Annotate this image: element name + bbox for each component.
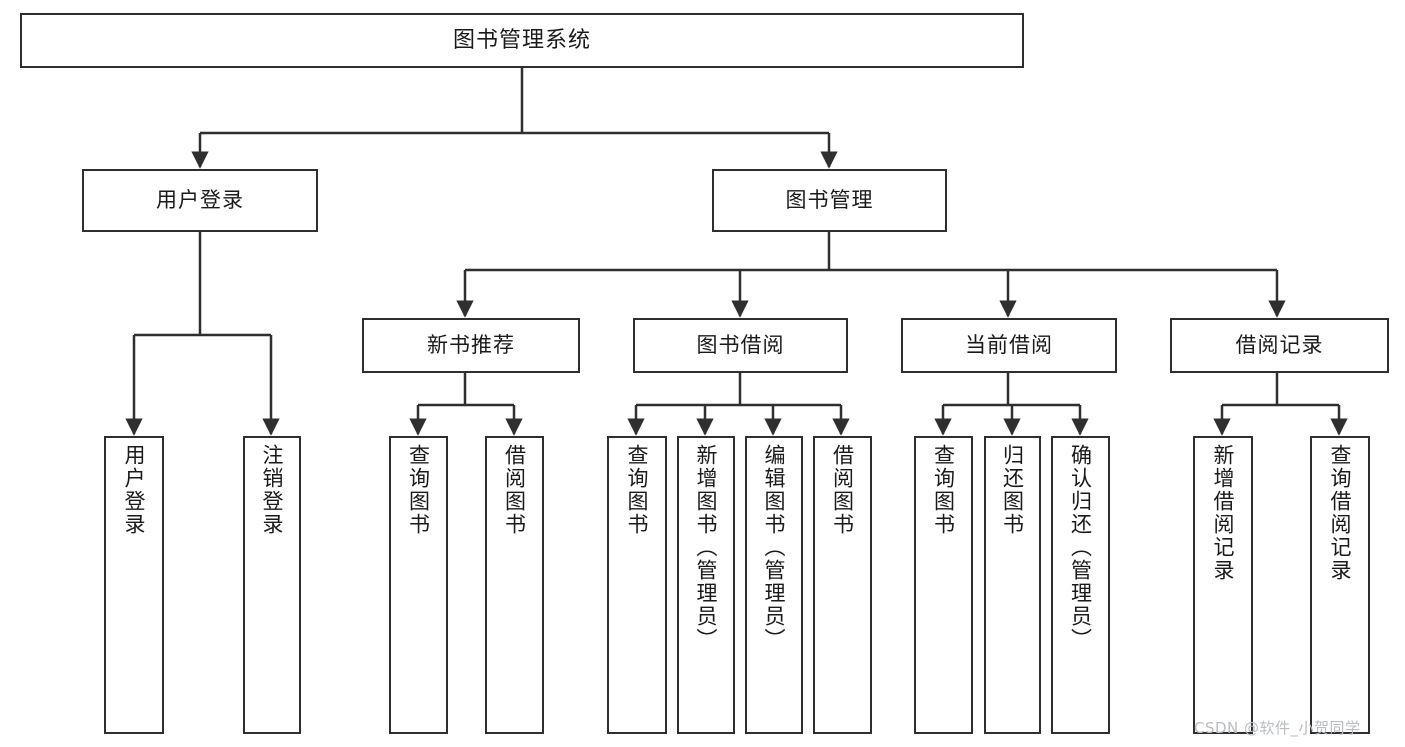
node-current-borrow-label: 当前借阅 (965, 333, 1053, 358)
node-leaf-add-borrow-record[interactable]: 新增借阅记录 (1193, 436, 1253, 734)
node-leaf-query-book-1[interactable]: 查询图书 (389, 436, 448, 734)
node-leaf-user-login[interactable]: 用户登录 (104, 436, 164, 734)
node-leaf-return-book[interactable]: 归还图书 (984, 436, 1041, 734)
node-current-borrow[interactable]: 当前借阅 (901, 318, 1117, 373)
node-leaf-confirm-return-label: 确认归还（管理员） (1068, 444, 1093, 651)
node-leaf-query-borrow-record[interactable]: 查询借阅记录 (1310, 436, 1370, 734)
node-leaf-query-book-1-label: 查询图书 (406, 444, 431, 536)
node-leaf-return-book-label: 归还图书 (1000, 444, 1025, 536)
node-leaf-borrow-book-2[interactable]: 借阅图书 (813, 436, 872, 734)
node-leaf-confirm-return[interactable]: 确认归还（管理员） (1051, 436, 1110, 734)
node-leaf-query-book-2-label: 查询图书 (625, 444, 650, 536)
node-book-manage[interactable]: 图书管理 (712, 169, 947, 232)
node-user-login[interactable]: 用户登录 (82, 169, 318, 232)
node-leaf-user-login-label: 用户登录 (122, 444, 147, 536)
node-leaf-add-book[interactable]: 新增图书（管理员） (677, 436, 735, 734)
node-user-login-label: 用户登录 (156, 188, 244, 213)
node-leaf-borrow-book-1-label: 借阅图书 (502, 444, 527, 536)
node-leaf-edit-book-label: 编辑图书（管理员） (762, 444, 787, 651)
node-book-borrow-label: 图书借阅 (696, 333, 785, 358)
node-leaf-add-borrow-record-label: 新增借阅记录 (1211, 444, 1236, 582)
node-borrow-record[interactable]: 借阅记录 (1170, 318, 1389, 373)
node-leaf-borrow-book-2-label: 借阅图书 (830, 444, 855, 536)
node-leaf-logout-login-label: 注销登录 (260, 444, 285, 536)
node-book-manage-label: 图书管理 (785, 188, 874, 213)
node-leaf-add-book-label: 新增图书（管理员） (694, 444, 719, 651)
node-leaf-edit-book[interactable]: 编辑图书（管理员） (745, 436, 803, 734)
node-book-borrow[interactable]: 图书借阅 (633, 318, 848, 373)
node-new-book-recommend-label: 新书推荐 (427, 333, 515, 358)
node-leaf-query-borrow-record-label: 查询借阅记录 (1328, 444, 1353, 582)
node-new-book-recommend[interactable]: 新书推荐 (362, 318, 580, 373)
watermark-text: CSDN @软件_小贺同学 (1194, 719, 1361, 737)
node-leaf-query-book-2[interactable]: 查询图书 (607, 436, 667, 734)
node-root-label: 图书管理系统 (452, 27, 591, 53)
node-borrow-record-label: 借阅记录 (1235, 333, 1324, 358)
node-leaf-query-book-3-label: 查询图书 (931, 444, 956, 536)
node-root[interactable]: 图书管理系统 (20, 13, 1024, 68)
node-leaf-query-book-3[interactable]: 查询图书 (914, 436, 973, 734)
node-leaf-logout-login[interactable]: 注销登录 (243, 436, 301, 734)
node-leaf-borrow-book-1[interactable]: 借阅图书 (485, 436, 544, 734)
